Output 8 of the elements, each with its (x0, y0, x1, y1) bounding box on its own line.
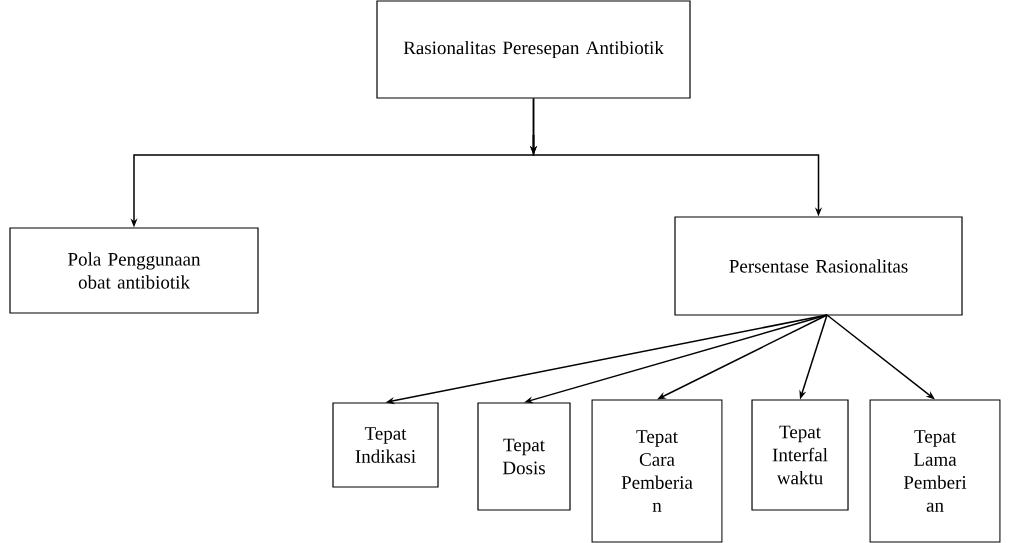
text-box: Tepat Lama Pemberi an (869, 399, 1001, 543)
text-box: Tepat Dosis (477, 402, 571, 511)
text-box: Persentase Rasionalitas (674, 216, 963, 316)
text-box: Tepat Interfal waktu (751, 399, 849, 511)
text-box: Tepat Cara Pemberia n (591, 399, 723, 543)
text-box: Rasionalitas Peresepan Antibiotik (376, 0, 691, 99)
text-box: Tepat Indikasi (332, 402, 439, 488)
text-box: Pola Penggunaan obat antibiotik (9, 227, 259, 314)
